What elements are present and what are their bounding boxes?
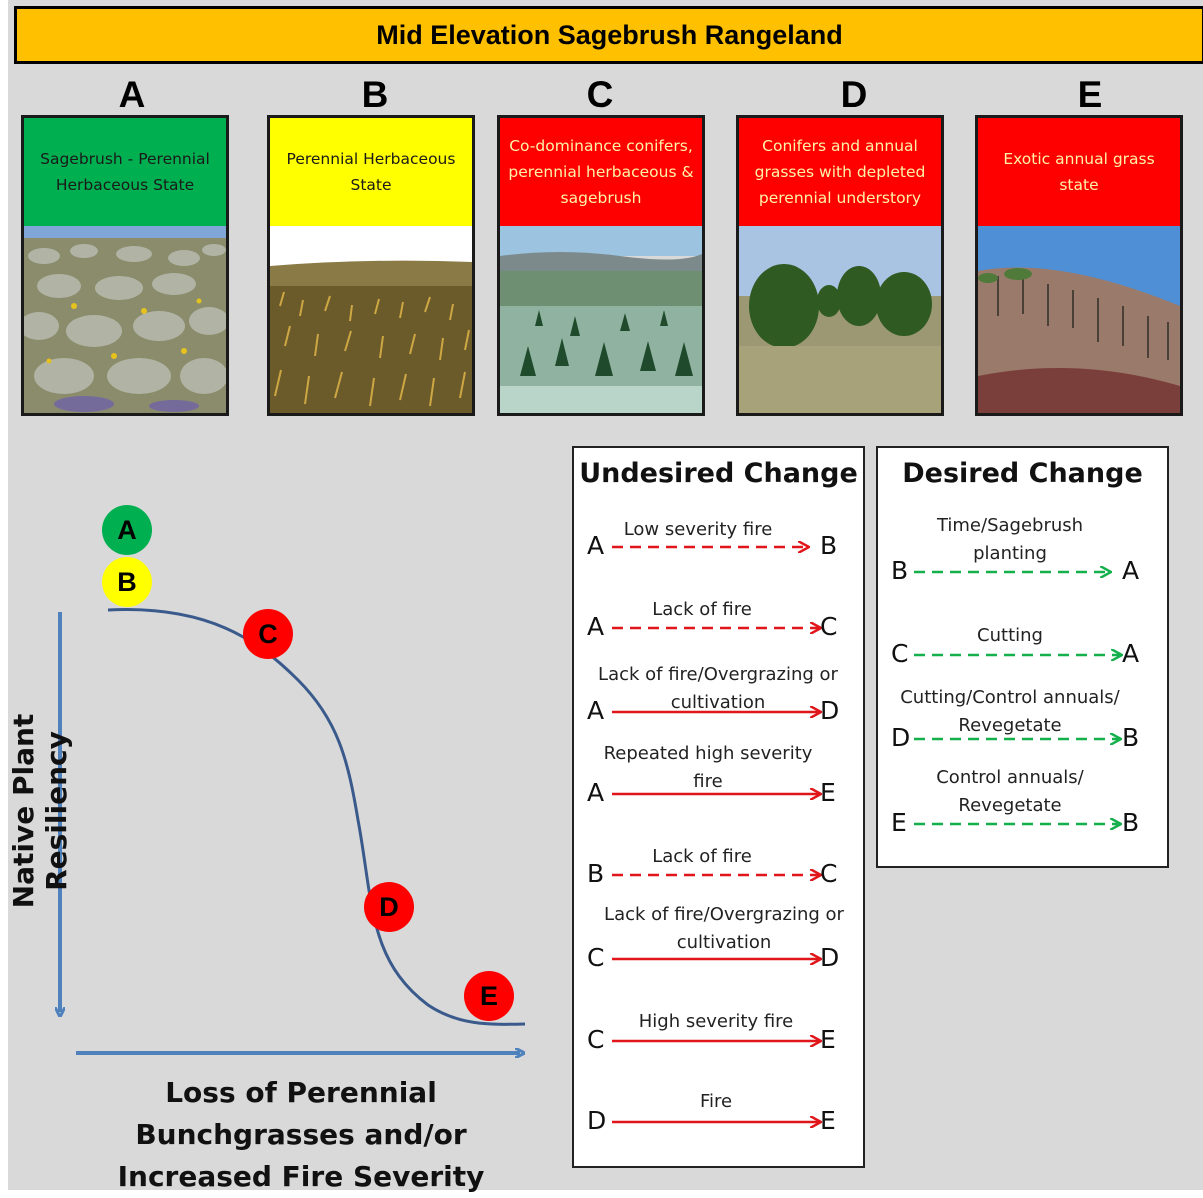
conifer-valley-photo <box>500 226 702 413</box>
undesired-to-letter: D <box>820 696 840 725</box>
diagram-title: Mid Elevation Sagebrush Rangeland <box>14 6 1203 64</box>
curve-marker-e: E <box>464 971 514 1021</box>
desired-to-letter: B <box>1122 723 1140 752</box>
undesired-change-title: Undesired Change <box>579 458 858 489</box>
desired-to-letter: A <box>1122 639 1140 668</box>
state-letter-e: E <box>1077 74 1103 115</box>
state-card-c: Co-dominance conifers, perennial herbace… <box>497 115 705 416</box>
undesired-label-a-b: Low severity fire <box>623 519 773 540</box>
undesired-to-letter: D <box>820 943 840 972</box>
desired-from-letter: E <box>891 808 907 837</box>
state-card-a: Sagebrush - Perennial Herbaceous State <box>21 115 229 416</box>
curve-marker-d: D <box>364 882 414 932</box>
undesired-label-a-d: Lack of fire/Overgrazing or cultivation <box>598 664 838 713</box>
state-card-b: Perennial Herbaceous State <box>267 115 475 416</box>
curve-marker-a: A <box>102 505 152 555</box>
undesired-label-b-c: Lack of fire <box>652 846 752 867</box>
undesired-from-letter: C <box>587 943 605 972</box>
undesired-from-letter: D <box>587 1106 607 1135</box>
undesired-to-letter: E <box>820 778 836 807</box>
undesired-label-c-d: Lack of fire/Overgrazing or cultivation <box>604 904 844 953</box>
undesired-from-letter: A <box>587 778 605 807</box>
juniper-photo <box>739 226 941 413</box>
desired-from-letter: D <box>891 723 911 752</box>
state-label-e: Exotic annual grass state <box>978 118 1180 226</box>
x-axis-label: Loss of Perennial Bunchgrasses and/or In… <box>117 1076 485 1193</box>
burned-slope-photo <box>978 226 1180 413</box>
undesired-from-letter: A <box>587 612 605 641</box>
desired-to-letter: A <box>1122 556 1140 585</box>
undesired-from-letter: B <box>587 859 605 888</box>
undesired-to-letter: C <box>820 612 838 641</box>
state-letter-a: A <box>118 74 146 115</box>
desired-from-letter: B <box>891 556 909 585</box>
state-label-b: Perennial Herbaceous State <box>270 118 472 226</box>
undesired-from-letter: C <box>587 1025 605 1054</box>
undesired-to-letter: E <box>820 1106 836 1135</box>
undesired-to-letter: C <box>820 859 838 888</box>
sagebrush-photo <box>24 226 226 413</box>
desired-label-e-b: Control annuals/ Revegetate <box>936 767 1084 816</box>
desired-from-letter: C <box>891 639 909 668</box>
undesired-label-a-c: Lack of fire <box>652 599 752 620</box>
undesired-label-c-e: High severity fire <box>638 1011 794 1032</box>
undesired-from-letter: A <box>587 531 605 560</box>
state-label-d: Conifers and annual grasses with deplete… <box>739 118 941 226</box>
desired-label-c-a: Cutting <box>977 625 1043 646</box>
undesired-to-letter: E <box>820 1025 836 1054</box>
curve-marker-c: C <box>243 609 293 659</box>
curve-marker-b: B <box>102 557 152 607</box>
undesired-from-letter: A <box>587 696 605 725</box>
undesired-label-d-e: Fire <box>699 1091 733 1112</box>
undesired-change-box: Undesired Change <box>572 446 865 1168</box>
state-letter-b: B <box>361 74 389 115</box>
desired-label-b-a: Time/Sagebrush planting <box>936 515 1084 564</box>
state-label-c: Co-dominance conifers, perennial herbace… <box>500 118 702 226</box>
state-letter-d: D <box>840 74 868 115</box>
grassland-photo <box>270 226 472 413</box>
desired-to-letter: B <box>1122 808 1140 837</box>
undesired-to-letter: B <box>820 531 838 560</box>
transition-arrows <box>612 0 1203 1190</box>
undesired-label-a-e: Repeated high severity fire <box>603 743 813 792</box>
state-label-a: Sagebrush - Perennial Herbaceous State <box>24 118 226 226</box>
diagram-canvas: Mid Elevation Sagebrush Rangeland A B C … <box>7 0 1203 1193</box>
desired-label-d-b: Cutting/Control annuals/ Revegetate <box>900 687 1120 736</box>
desired-change-title: Desired Change <box>902 458 1143 489</box>
state-card-e: Exotic annual grass state <box>975 115 1183 416</box>
state-card-d: Conifers and annual grasses with deplete… <box>736 115 944 416</box>
state-letter-c: C <box>586 74 614 115</box>
